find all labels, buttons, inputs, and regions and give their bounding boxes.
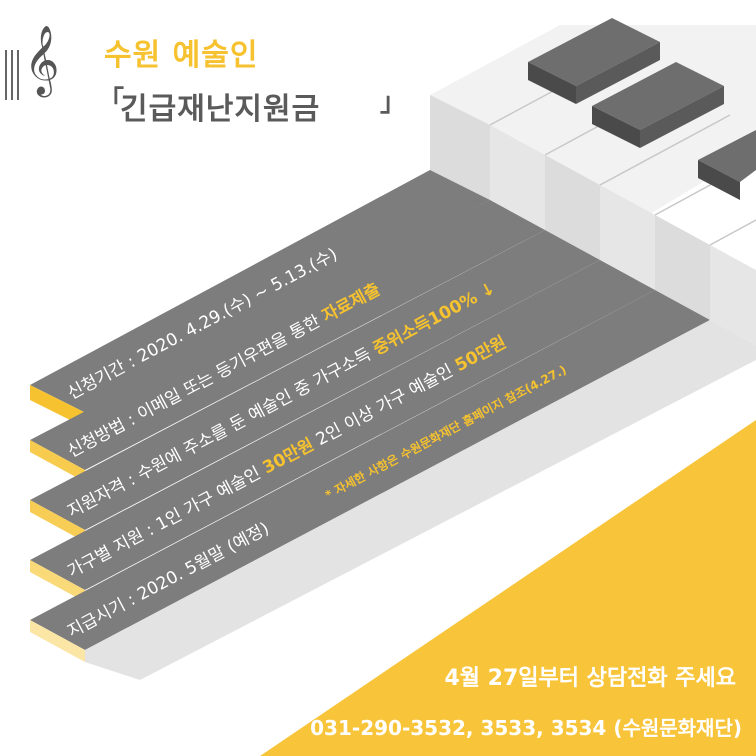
staff-lines [5,50,19,100]
bracket-close: 」 [380,88,407,118]
yellow-corner [260,420,756,756]
contact-phones: 031-290-3532, 3533, 3534 (수원문화재단) [310,716,742,740]
consult-notice: 4월 27일부터 상담전화 주세요 [444,666,736,691]
bracket-open: 「 [98,86,125,116]
treble-clef-icon: 𝄞 [24,25,60,95]
stair-bands [30,170,756,680]
page-title: 긴급재난지원금 [120,92,321,127]
piano-keys [430,18,756,345]
title-top: 수원 예술인 [104,38,259,73]
